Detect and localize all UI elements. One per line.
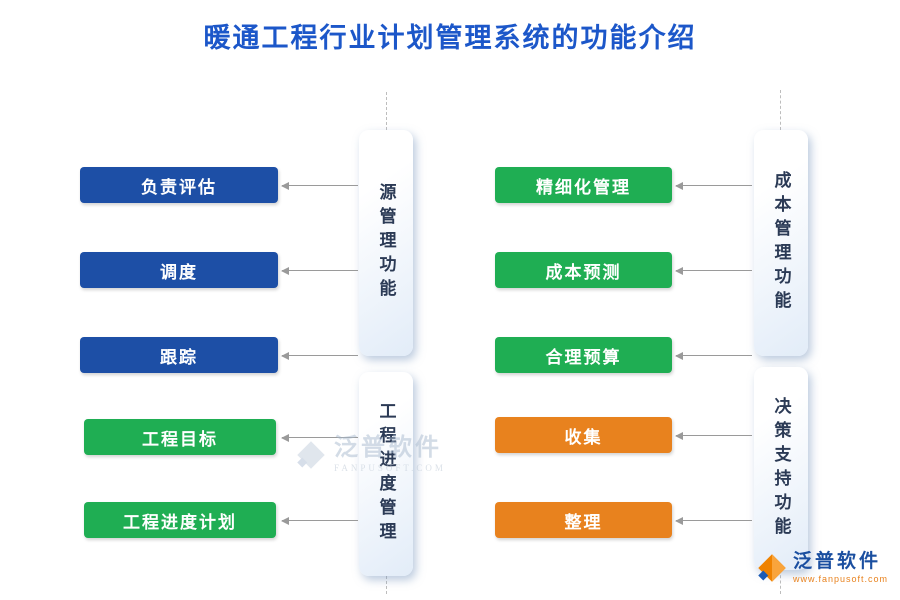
page-title: 暖通工程行业计划管理系统的功能介绍 [203, 23, 697, 53]
feature-box: 精细化管理 [495, 167, 672, 203]
arrow-connector [675, 352, 752, 360]
category-box-resource-management: 源管理功能 [359, 130, 413, 356]
arrow-connector [281, 267, 358, 275]
feature-box: 收集 [495, 417, 672, 453]
arrow-connector [281, 352, 358, 360]
fanpu-logo-icon [758, 554, 786, 582]
arrow-connector [675, 182, 752, 190]
feature-box: 负责评估 [80, 167, 278, 203]
watermark-logo-icon [297, 440, 325, 469]
category-box-progress-management: 工程进度管理 [359, 372, 413, 576]
feature-box: 整理 [495, 502, 672, 538]
category-label: 源管理功能 [376, 183, 396, 303]
arrow-connector [281, 517, 358, 525]
feature-box: 合理预算 [495, 337, 672, 373]
dashed-line [780, 570, 781, 594]
category-box-decision-support: 决策支持功能 [754, 367, 808, 570]
footer-brand-logo: 泛普软件 www.fanpusoft.com [757, 552, 888, 584]
arrow-connector [281, 182, 358, 190]
arrow-connector [281, 434, 358, 442]
arrow-connector [675, 267, 752, 275]
feature-box: 成本预测 [495, 252, 672, 288]
arrow-connector [675, 517, 752, 525]
category-label: 成本管理功能 [771, 171, 791, 315]
dashed-line [386, 92, 387, 130]
category-label: 工程进度管理 [376, 402, 396, 546]
dashed-line [386, 576, 387, 594]
feature-box: 调度 [80, 252, 278, 288]
feature-box: 跟踪 [80, 337, 278, 373]
footer-brand-url: www.fanpusoft.com [792, 574, 888, 584]
feature-box: 工程进度计划 [84, 502, 276, 538]
footer-brand-name: 泛普软件 [792, 551, 881, 572]
category-box-cost-management: 成本管理功能 [754, 130, 808, 356]
dashed-line [780, 90, 781, 130]
category-label: 决策支持功能 [771, 396, 791, 541]
arrow-connector [675, 432, 752, 440]
feature-box: 工程目标 [84, 419, 276, 455]
